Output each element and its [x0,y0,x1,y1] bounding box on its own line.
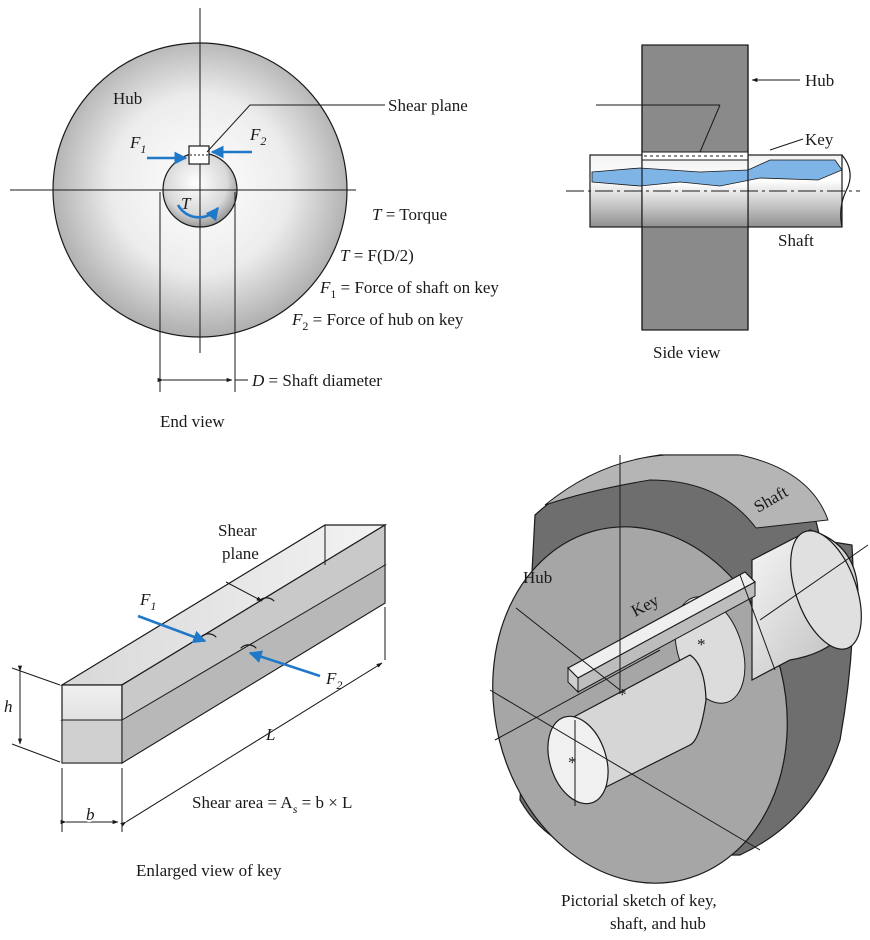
key-f1-label: F1 [139,590,156,613]
key-l-dimension [120,662,383,827]
pict-hub-label: Hub [523,568,552,587]
shear-plane-leader [206,104,385,153]
hub-label: Hub [113,89,142,108]
svg-text:*: * [618,685,627,704]
pict-shaft-end [547,715,609,805]
pict-caption-2: shaft, and hub [610,914,706,933]
key-view: ⌒ ⌒ ⌒ Shear plane F1 F2 h L b Shear area… [4,521,388,880]
torque-equation: T = F(D/2) [340,246,414,265]
key-b-label: b [86,805,95,824]
f1-label: F1 [129,133,146,156]
key-shear-label-2: plane [222,544,259,563]
f2-definition: F2 = Force of hub on key [291,310,464,333]
end-view: Shear plane Hub F1 F2 T T = Torque T = F… [10,8,499,431]
svg-text:*: * [697,635,706,654]
side-view-caption: Side view [653,343,721,362]
svg-text:⌒: ⌒ [258,597,275,616]
diameter-definition: D = Shaft diameter [251,371,382,390]
svg-text:⌒: ⌒ [200,633,217,652]
key-f1-arrow [137,614,207,643]
keyway-cut [591,159,843,187]
side-shaft-label: Shaft [778,231,814,250]
f2-label: F2 [249,125,266,148]
side-key-leader [769,138,804,151]
key-shear-label-1: Shear [218,521,257,540]
key-view-caption: Enlarged view of key [136,861,282,880]
torque-arrow [176,204,220,222]
svg-text:*: * [568,753,577,772]
torque-definition: T = Torque [372,205,447,224]
shear-area-formula: Shear area = As = b × L [192,793,352,816]
key-f2-label: F2 [325,669,342,692]
torque-symbol: T [181,194,192,213]
key-l-label: L [265,725,275,744]
side-view: Hub Key Shaft Side view [566,44,860,362]
shear-plane-label: Shear plane [388,96,468,115]
end-view-caption: End view [160,412,225,431]
key-h-label: h [4,697,13,716]
pict-caption-1: Pictorial sketch of key, [561,891,717,910]
pictorial-view: * * * Hub Key Shaft Pictorial sketch of … [489,454,869,933]
side-key-label: Key [805,130,834,149]
side-hub-label: Hub [805,71,834,90]
f1-definition: F1 = Force of shaft on key [319,278,499,301]
